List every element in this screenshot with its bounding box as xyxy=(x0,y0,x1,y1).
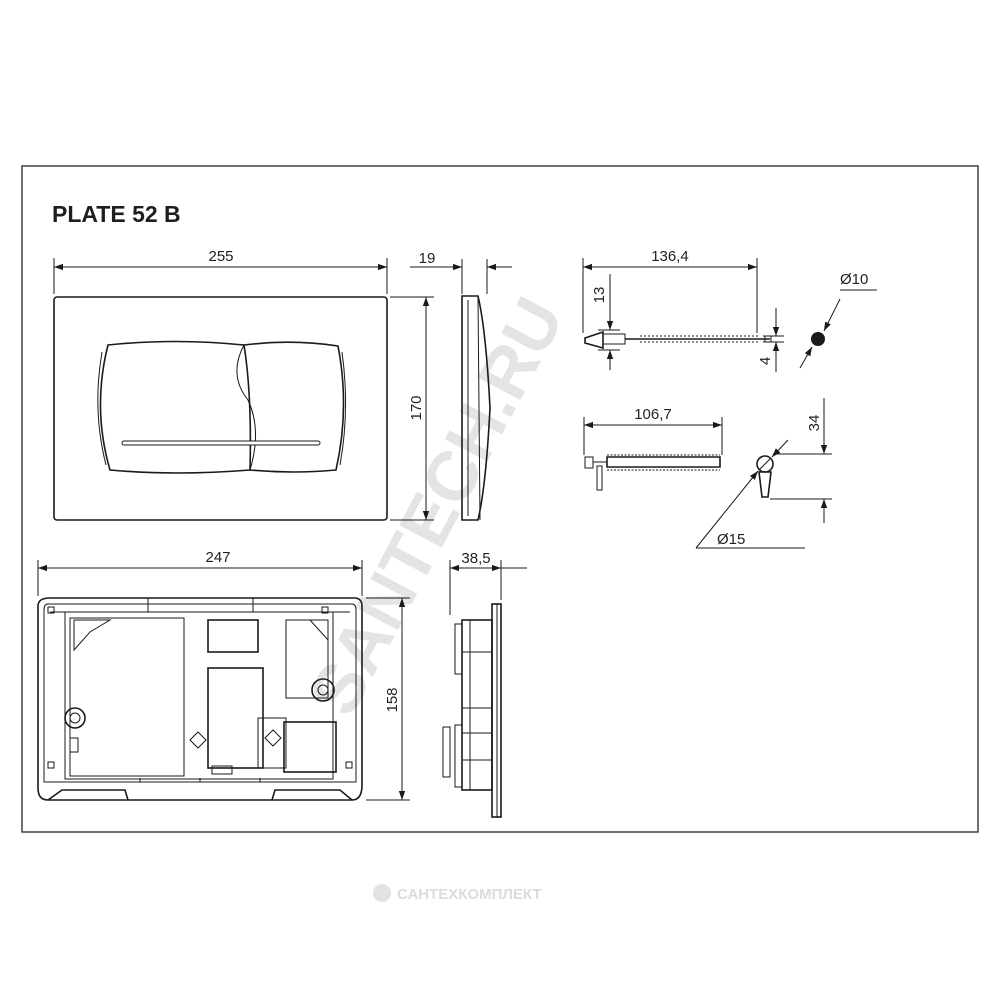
dimension-plate-height: 170 xyxy=(390,296,434,521)
svg-text:38,5: 38,5 xyxy=(461,550,490,567)
dimension-screw-height: 34 xyxy=(770,398,832,523)
dimension-frame-width: 247 xyxy=(37,549,363,596)
dimension-rod-length: 136,4 xyxy=(582,248,758,333)
dimension-plate-depth: 19 xyxy=(410,250,512,294)
rod-end-section: Ø10 xyxy=(799,271,877,369)
svg-text:170: 170 xyxy=(408,395,425,420)
svg-text:4: 4 xyxy=(757,357,774,365)
svg-text:Ø10: Ø10 xyxy=(840,271,868,288)
svg-text:247: 247 xyxy=(205,549,230,566)
watermark-footer: САНТЕХКОМПЛЕКТ xyxy=(373,884,542,903)
drawing-border xyxy=(21,165,979,833)
plate-front-view xyxy=(53,296,388,521)
plate-side-view xyxy=(461,295,491,521)
svg-text:106,7: 106,7 xyxy=(634,406,672,423)
actuator-rod xyxy=(584,330,772,350)
svg-text:158: 158 xyxy=(384,687,401,712)
svg-text:19: 19 xyxy=(419,250,436,267)
mounting-screw xyxy=(584,454,721,491)
watermark-diagonal: SANTECH.RU xyxy=(294,285,578,727)
screw-head-side xyxy=(756,455,774,498)
svg-text:34: 34 xyxy=(806,415,823,432)
svg-text:136,4: 136,4 xyxy=(651,248,689,265)
dimension-rod-offset: 4 xyxy=(757,308,784,372)
dimension-screw-length: 106,7 xyxy=(583,406,723,455)
svg-text:Ø15: Ø15 xyxy=(717,531,745,548)
drawing-title: PLATE 52 B xyxy=(52,201,181,227)
dimension-frame-height: 158 xyxy=(366,597,410,801)
svg-text:13: 13 xyxy=(591,287,608,304)
frame-side-view xyxy=(442,603,502,818)
dimension-rod-head-height: 13 xyxy=(591,274,620,370)
svg-text:255: 255 xyxy=(208,248,233,265)
dimension-plate-width: 255 xyxy=(53,248,388,294)
svg-text:САНТЕХКОМПЛЕКТ: САНТЕХКОМПЛЕКТ xyxy=(397,886,542,903)
frame-front-view xyxy=(37,597,363,801)
dimension-screw-diameter: Ø15 xyxy=(695,439,805,549)
dimension-frame-depth: 38,5 xyxy=(449,550,527,615)
